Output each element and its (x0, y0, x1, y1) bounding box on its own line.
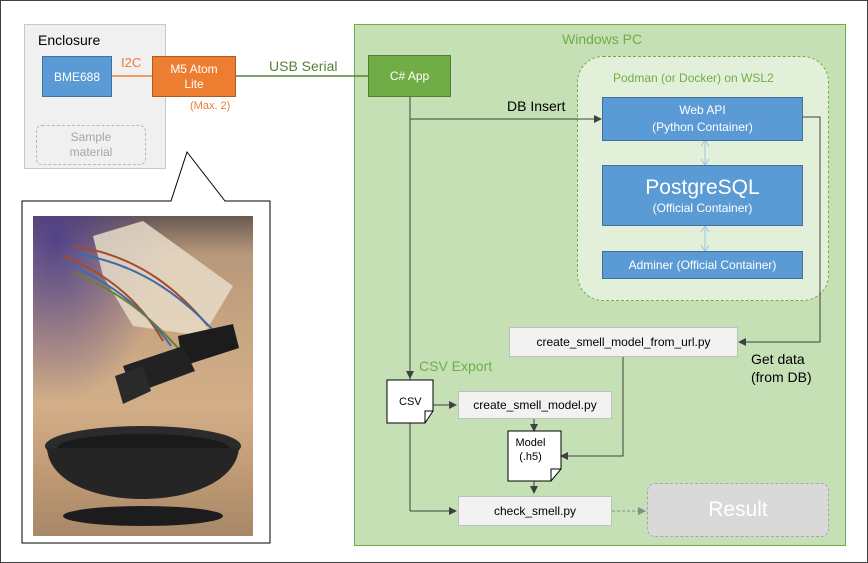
m5-max-label: (Max. 2) (190, 100, 231, 112)
csharp-app-label: C# App (389, 69, 430, 83)
sample-material-box: Sample material (36, 125, 146, 165)
model-label-line2: (.h5) (519, 451, 542, 463)
result-label: Result (708, 498, 768, 521)
adminer-label: Adminer (Official Container) (628, 258, 777, 272)
get-data-label: Get data (from DB) (751, 350, 812, 386)
model-doc-shape (507, 430, 562, 482)
csv-export-label: CSV Export (419, 358, 493, 374)
check-smell-box: check_smell.py (458, 496, 612, 526)
photo-illustration (33, 216, 253, 536)
web-api-label-line2: (Python Container) (652, 120, 753, 134)
bme688-sensor-box: BME688 (42, 56, 112, 97)
get-data-line2: (from DB) (751, 369, 812, 385)
csv-doc-label: CSV (399, 396, 422, 408)
postgresql-sublabel: (Official Container) (652, 200, 753, 215)
web-api-box: Web API (Python Container) (602, 97, 803, 141)
db-insert-label: DB Insert (507, 98, 566, 114)
model-label-line1: Model (515, 437, 546, 449)
create-smell-model-box: create_smell_model.py (458, 391, 612, 419)
create-smell-model-from-url-box: create_smell_model_from_url.py (509, 327, 738, 357)
enclosure-title: Enclosure (38, 32, 101, 48)
m5-atom-lite-box: M5 Atom Lite (152, 56, 236, 97)
create-smell-model-from-url-label: create_smell_model_from_url.py (536, 335, 711, 349)
i2c-label: I2C (121, 55, 142, 70)
csv-doc-shape (386, 379, 434, 424)
m5-label-line1: M5 Atom (170, 61, 218, 76)
create-smell-model-label: create_smell_model.py (473, 398, 597, 412)
check-smell-label: check_smell.py (493, 504, 577, 518)
m5-label-line2: Lite (184, 76, 204, 91)
usb-serial-label: USB Serial (269, 58, 338, 74)
sample-label-line2: material (69, 145, 113, 159)
model-doc-label: Model (.h5) (508, 436, 553, 464)
postgresql-label: PostgreSQL (645, 175, 760, 199)
bme688-label: BME688 (53, 69, 101, 84)
sensor-photo (33, 216, 253, 536)
result-box: Result (647, 483, 829, 537)
web-api-label-line1: Web API (679, 103, 726, 117)
windows-pc-title: Windows PC (562, 31, 643, 47)
get-data-line1: Get data (751, 351, 805, 367)
adminer-box: Adminer (Official Container) (602, 251, 803, 279)
csharp-app-box: C# App (368, 55, 451, 97)
sample-label-line1: Sample (70, 130, 112, 144)
podman-title: Podman (or Docker) on WSL2 (613, 71, 774, 85)
postgresql-box: PostgreSQL (Official Container) (602, 165, 803, 226)
